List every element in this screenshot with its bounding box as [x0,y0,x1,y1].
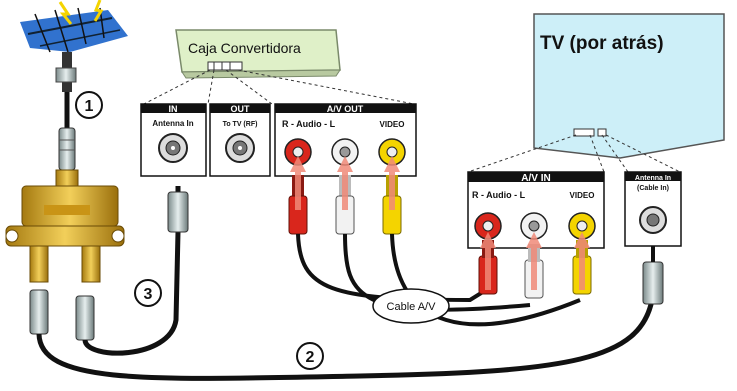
rca-plugs-in [478,232,592,299]
callout-1-label: 1 [85,98,94,115]
panel-out [209,103,271,177]
panel-in [140,103,207,177]
panel-tv-antenna-in [624,171,682,247]
cable-label-bubble [372,288,450,324]
panel-av-in-audio: R - Audio - L [472,190,526,200]
converter-title: Caja Convertidora [188,40,301,56]
coax-connector [58,127,76,171]
panel-in-header: IN [169,104,178,114]
converter-box [175,29,341,79]
callout-2 [296,342,324,370]
antenna-icon [20,0,128,92]
panel-av-out-audio: R - Audio - L [282,119,336,129]
panel-tv-antenna-line1: Antenna In [635,175,671,182]
panel-av-in-video: VIDEO [570,191,595,200]
panel-av-in-header: A/V IN [521,173,550,184]
callout-3 [134,279,162,307]
panel-out-sub: To TV (RF) [223,121,258,128]
rca-plugs-out [288,156,402,235]
panel-out-header: OUT [231,104,251,114]
splitter-icon [5,169,125,283]
callout-2-label: 2 [306,349,315,366]
panel-av-out-header: A/V OUT [327,104,364,114]
tv-back [533,13,725,159]
cable-label: Cable A/V [387,301,437,313]
tv-title: TV (por atrás) [540,33,664,54]
panel-tv-antenna-line2: (Cable In) [637,185,669,192]
callout-3-label: 3 [144,286,153,303]
panel-av-out-video: VIDEO [380,120,405,129]
panel-in-sub: Antenna In [152,119,193,128]
callout-1 [75,91,103,119]
